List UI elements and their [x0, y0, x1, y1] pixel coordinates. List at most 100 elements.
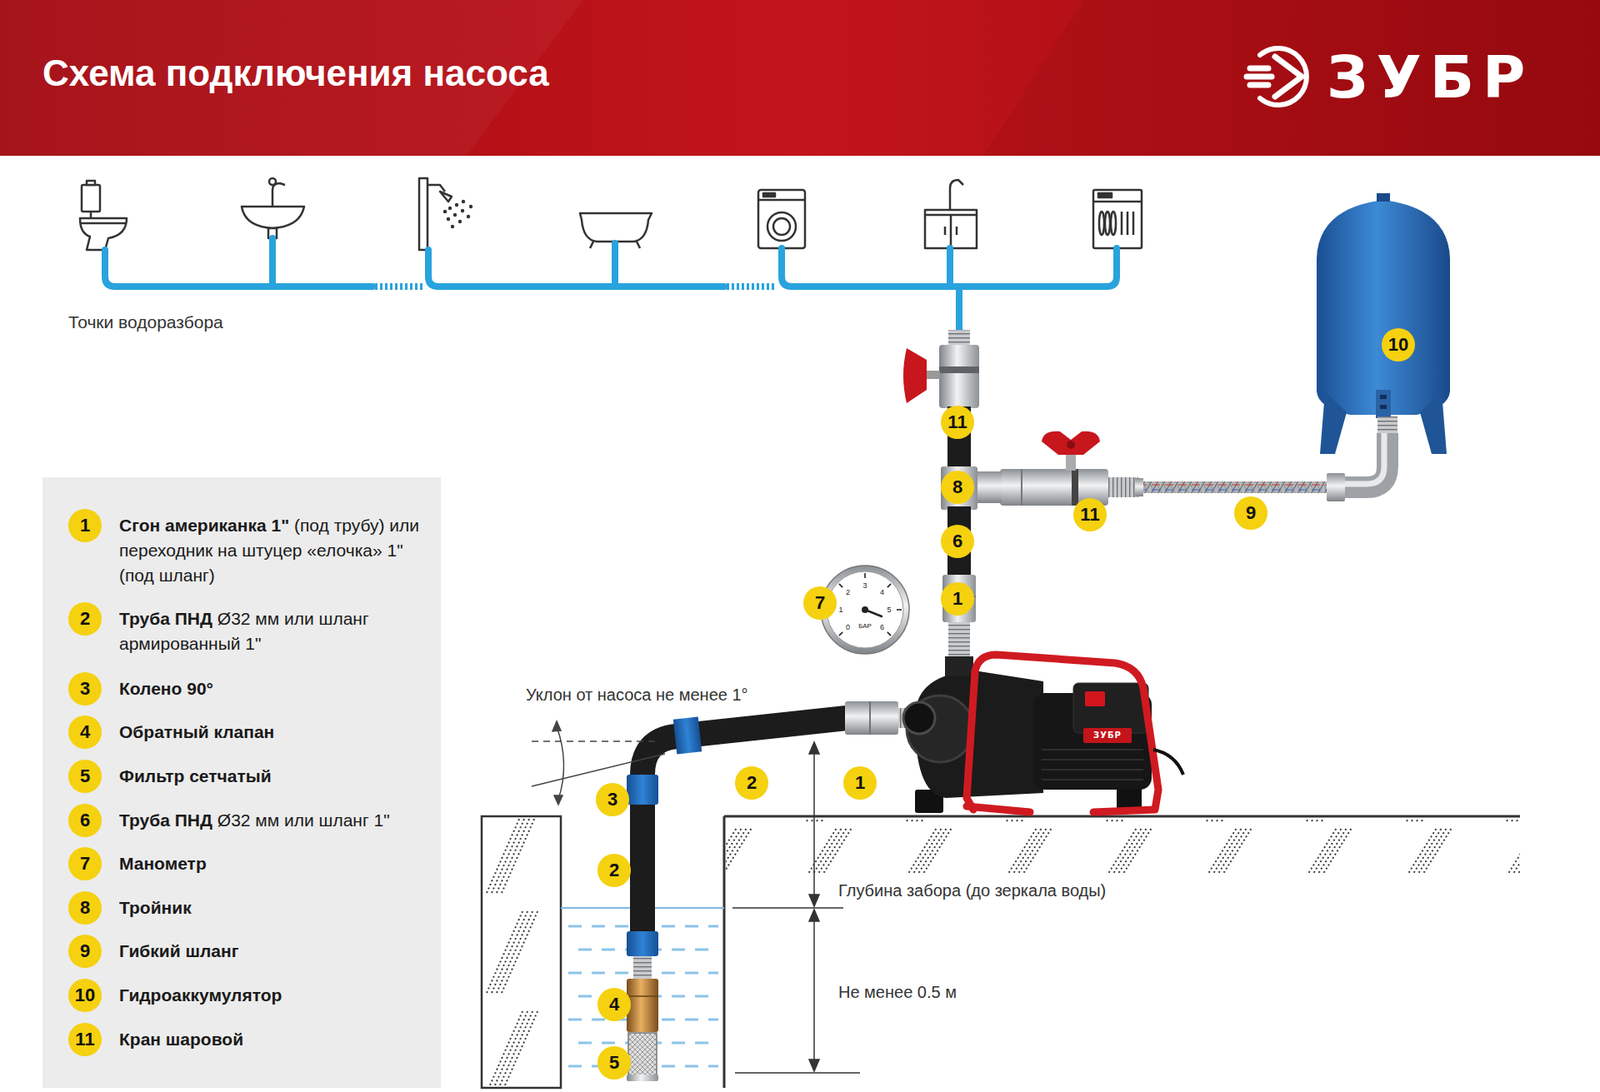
legend-text: Кран шаровой — [119, 1027, 436, 1053]
washbasin-icon — [272, 183, 285, 207]
water-supply-pipe — [375, 283, 424, 290]
side-branch — [1000, 416, 1398, 506]
shower-icon — [450, 225, 455, 229]
pump-brand: ЗУБР — [1093, 731, 1122, 740]
toilet-icon — [81, 185, 100, 212]
side-branch — [1065, 452, 1076, 471]
legend-text-bold: Труба ПНД — [119, 609, 213, 629]
main-riser — [975, 471, 1002, 504]
legend-text-bold: Колено 90° — [119, 679, 214, 699]
side-branch — [1343, 433, 1385, 485]
note-text: Точки водоразбора — [68, 311, 224, 333]
legend-text: Труба ПНД Ø32 мм или шланг армированный … — [119, 606, 436, 657]
washing-machine-icon — [758, 190, 805, 249]
header-band — [0, 0, 1600, 156]
callout-number: 1 — [843, 766, 877, 800]
legend-text-bold: Сгон американка 1" — [119, 515, 290, 535]
washing-machine-icon — [758, 190, 805, 249]
washing-machine-icon — [758, 199, 805, 202]
callout-number: 1 — [940, 582, 975, 616]
pump — [1085, 691, 1105, 707]
gauge-scale-number: 6 — [880, 623, 885, 631]
callout-number: 3 — [595, 783, 630, 817]
toilet-icon — [80, 180, 127, 250]
shower-icon — [458, 220, 462, 224]
kitchen-sink-icon — [950, 215, 953, 249]
legend-text: Тройник — [119, 895, 436, 921]
bathtub-icon — [636, 241, 640, 249]
bathtub-icon — [580, 213, 652, 242]
pressure-gauge — [839, 632, 843, 636]
suction-line — [626, 1075, 659, 1082]
side-branch — [1138, 484, 1327, 485]
main-riser — [926, 370, 940, 380]
shower-icon — [440, 191, 452, 202]
legend-text-bold: Гидроаккумулятор — [119, 985, 282, 1005]
side-branch — [1343, 433, 1388, 488]
pressure-gauge — [861, 606, 869, 614]
callout-number: 9 — [68, 935, 102, 969]
dishwasher-icon — [1110, 211, 1116, 235]
main-riser — [939, 345, 980, 409]
depth-dimension — [813, 744, 815, 905]
washbasin-icon — [269, 178, 276, 185]
legend-text: Труба ПНД Ø32 мм или шланг 1" — [119, 808, 436, 834]
pump — [1073, 683, 1149, 734]
suction-line — [673, 717, 702, 755]
dishwasher-icon — [1093, 190, 1142, 249]
shower-icon — [419, 178, 473, 250]
pump — [1041, 750, 1144, 780]
callout-number: 2 — [68, 602, 102, 636]
shower-icon — [460, 209, 465, 213]
slope-annotation — [554, 795, 563, 805]
suction-line — [628, 1033, 657, 1077]
main-riser — [903, 348, 927, 404]
legend-text: Гидроаккумулятор — [119, 983, 436, 1009]
pump — [966, 806, 1030, 813]
shower-icon — [455, 203, 459, 207]
water-supply-pipe — [946, 248, 954, 287]
washing-machine-icon — [763, 193, 775, 197]
side-branch — [1066, 440, 1075, 450]
gauge-scale-number: 4 — [880, 589, 885, 597]
toilet-icon — [80, 218, 127, 250]
dishwasher-icon — [1098, 193, 1112, 198]
tank — [1420, 391, 1447, 455]
side-branch — [1138, 481, 1327, 494]
tank — [1376, 193, 1390, 202]
logo-icon — [1246, 74, 1272, 80]
callout-number: 3 — [68, 672, 102, 706]
shower-icon — [443, 200, 473, 229]
header-band — [0, 0, 584, 156]
dishwasher-icon — [1093, 190, 1142, 249]
shower-icon — [461, 200, 465, 204]
slope-annotation — [556, 726, 565, 800]
legend-text: Колено 90° — [119, 676, 436, 702]
water-supply-pipe — [726, 283, 775, 290]
water-point-icons — [80, 178, 1142, 250]
callout-number: 2 — [597, 854, 631, 888]
legend-panel — [42, 477, 441, 1089]
slope-annotation — [531, 754, 665, 787]
kitchen-sink-icon — [950, 180, 964, 210]
main-riser — [903, 330, 1002, 660]
side-branch — [1041, 431, 1100, 455]
legend-text-regular: Ø32 мм или шланг 1" — [212, 810, 390, 830]
side-branch — [1135, 478, 1144, 497]
gauge-unit: БАР — [858, 623, 872, 630]
water-supply-pipe — [955, 286, 963, 332]
slope-annotation — [552, 721, 561, 732]
shower-icon — [453, 213, 457, 217]
pressure-gauge — [826, 571, 904, 649]
pump — [1083, 728, 1132, 744]
toilet-icon — [86, 180, 95, 185]
tank — [1380, 405, 1387, 410]
tank — [1380, 395, 1387, 400]
dishwasher-icon — [1093, 200, 1142, 204]
pressure-gauge — [896, 609, 902, 611]
pump — [1041, 759, 1144, 761]
gauge-scale-number: 3 — [862, 582, 867, 590]
pressure-gauge — [839, 584, 843, 588]
tank — [1316, 193, 1450, 455]
